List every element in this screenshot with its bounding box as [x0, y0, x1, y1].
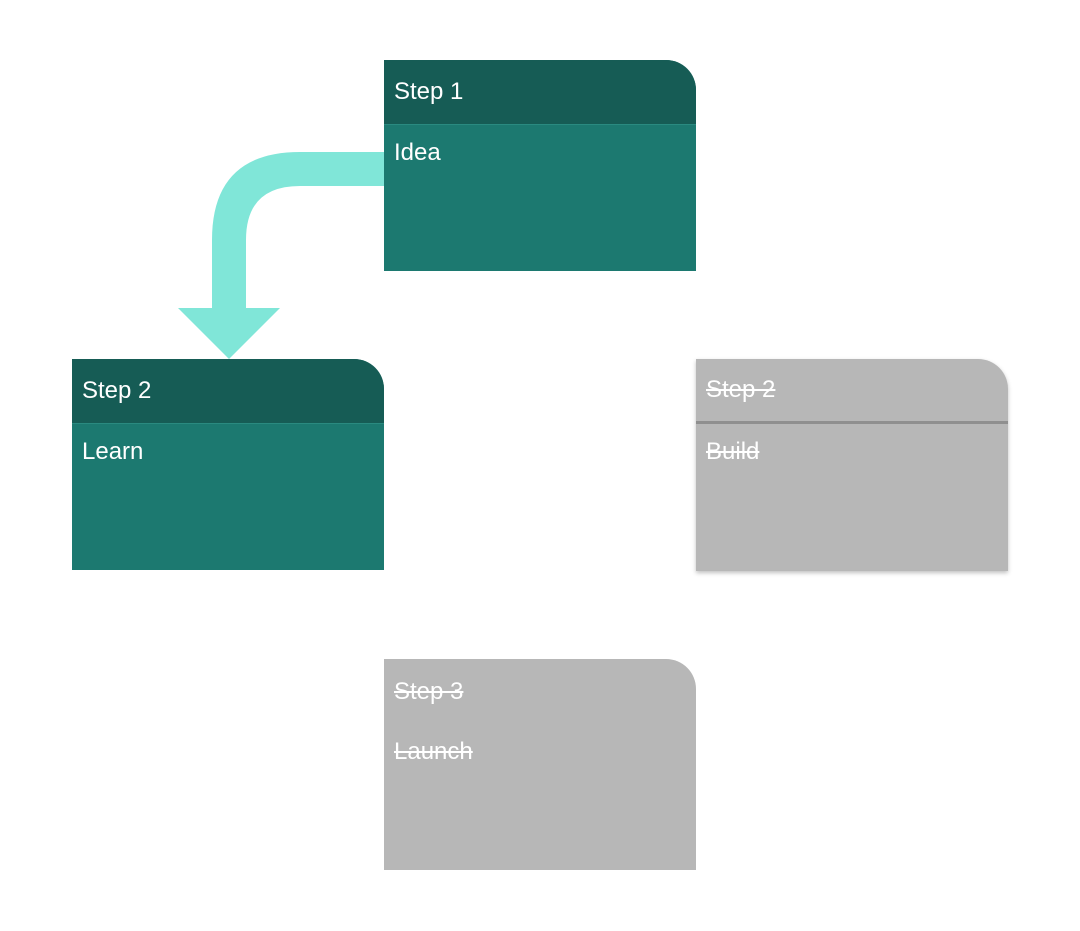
card-header: Step 3: [394, 677, 464, 705]
card-header: Step 2: [696, 359, 1008, 424]
arrow-head: [178, 308, 280, 359]
card-body: Learn: [82, 438, 144, 465]
card-step3-launch: Step 3 Launch: [384, 659, 696, 870]
card-header: Step 1: [384, 60, 696, 125]
card-step2-build: Step 2 Build: [696, 359, 1008, 571]
arrow-shaft: [212, 152, 384, 308]
card-body: Build: [706, 438, 760, 465]
card-header: Step 2: [72, 359, 384, 424]
card-step2-learn: Step 2 Learn: [72, 359, 384, 570]
card-body: Idea: [394, 139, 441, 166]
card-step1-idea: Step 1 Idea: [384, 60, 696, 271]
card-body: Launch: [394, 738, 473, 765]
